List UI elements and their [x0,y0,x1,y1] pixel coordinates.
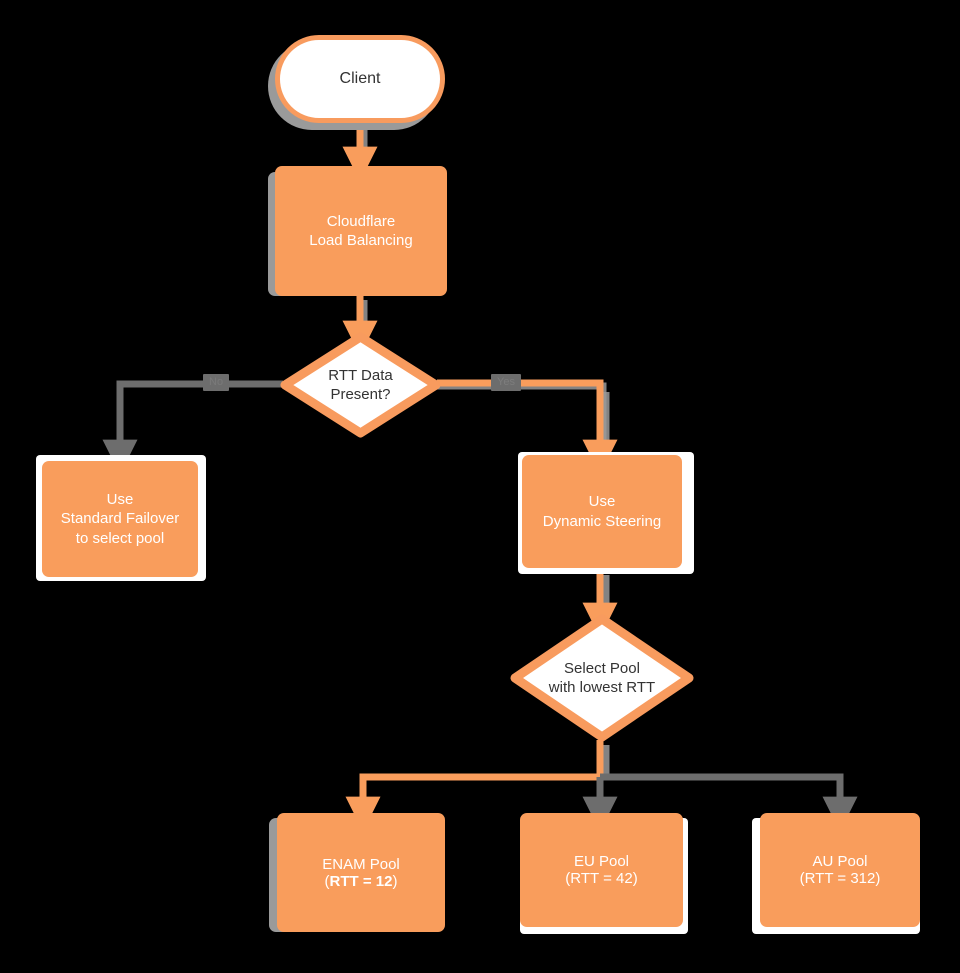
node-select-pool[interactable]: Select Pool with lowest RTT [508,612,696,744]
edge-select-to-enam [345,740,604,832]
node-au-pool-rtt: (RTT = 312) [799,870,881,887]
node-standard-failover[interactable]: Use Standard Failover to select pool [42,461,198,577]
node-eu-pool-name: EU Pool [573,853,630,870]
node-client[interactable]: Client [275,35,445,123]
node-rtt-decision[interactable]: RTT Data Present? [278,330,443,440]
node-eu-pool[interactable]: EU Pool (RTT = 42) [520,813,683,927]
node-standard-failover-label: Use Standard Failover to select pool [60,491,180,547]
node-select-pool-label: Select Pool with lowest RTT [548,659,656,697]
node-eu-pool-rtt-value: RTT = 42 [570,870,633,887]
node-au-pool[interactable]: AU Pool (RTT = 312) [760,813,920,927]
node-au-pool-rtt-value: RTT = 312 [804,870,876,887]
edge-label-no: No [203,374,230,391]
node-eu-pool-rtt: (RTT = 42) [565,870,638,887]
edge-select-to-au [600,773,858,832]
select-pool-shape [510,614,694,742]
node-enam-pool-name: ENAM Pool [322,855,400,873]
edge-rtt-to-steering [437,379,618,475]
node-dynamic-steering[interactable]: Use Dynamic Steering [522,455,682,568]
node-load-balancing[interactable]: Cloudflare Load Balancing [275,166,447,296]
edge-label-yes: Yes [491,374,521,391]
node-enam-pool-rtt: (RTT = 12) [324,872,398,890]
node-load-balancing-label: Cloudflare Load Balancing [309,212,413,249]
edge-rtt-to-steering-shadow [437,382,607,460]
node-au-pool-name: AU Pool [812,853,868,870]
node-client-label: Client [339,69,381,87]
node-enam-pool-rtt-value: RTT = 12 [329,872,393,890]
rtt-decision-shape [280,332,441,438]
node-dynamic-steering-label: Use Dynamic Steering [542,493,662,530]
edge-rtt-to-failover [102,380,283,475]
node-enam-pool[interactable]: ENAM Pool (RTT = 12) [277,813,445,932]
node-rtt-decision-label: RTT Data Present? [328,366,393,404]
